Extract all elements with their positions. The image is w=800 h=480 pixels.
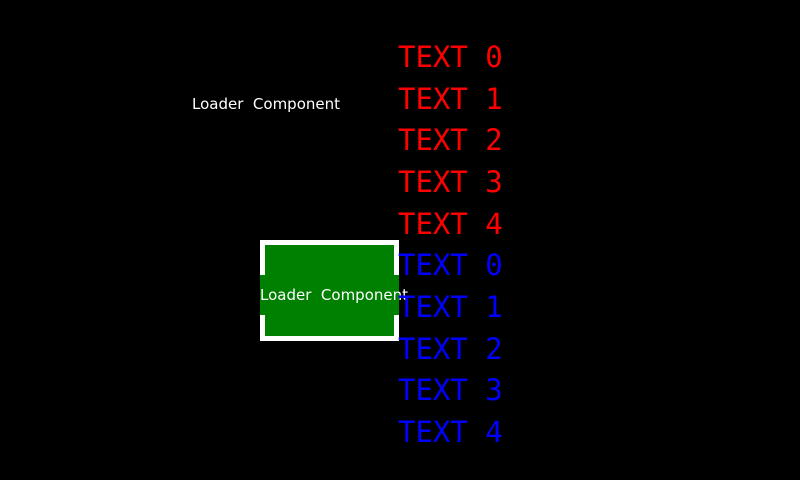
text-list-item: TEXT 3 (398, 164, 503, 199)
text-list-item: TEXT 0 (398, 248, 503, 283)
text-list-item: TEXT 4 (398, 415, 503, 450)
text-list: TEXT 0 TEXT 1 TEXT 2 TEXT 3 TEXT 4 TEXT 0 TEXT… (398, 36, 503, 453)
text-list-item: TEXT 3 (398, 373, 503, 408)
text-list-item: TEXT 4 (398, 206, 503, 241)
text-list-item: TEXT 2 (398, 331, 503, 366)
loader-component-label: Loader Component (192, 95, 341, 113)
loader-box-label: Loader Component (260, 274, 408, 315)
text-list-item: TEXT 0 (398, 39, 503, 74)
text-list-item: TEXT 1 (398, 289, 503, 324)
text-list-item: TEXT 1 (398, 81, 503, 116)
text-list-item: TEXT 2 (398, 123, 503, 158)
loader-component-box: Loader Component (260, 240, 408, 341)
